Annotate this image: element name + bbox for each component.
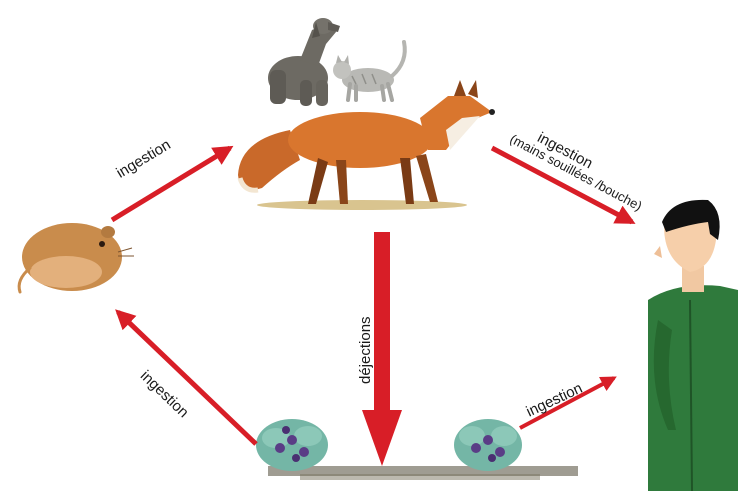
plant-left-illustration xyxy=(256,419,328,471)
human-illustration xyxy=(648,200,738,491)
cat-illustration xyxy=(333,42,405,100)
label-fox-to-ground: déjections xyxy=(358,316,375,384)
plant-right-illustration xyxy=(454,419,522,471)
ground-strip xyxy=(268,466,578,480)
dog-illustration xyxy=(268,18,340,106)
vole-illustration xyxy=(19,223,134,292)
